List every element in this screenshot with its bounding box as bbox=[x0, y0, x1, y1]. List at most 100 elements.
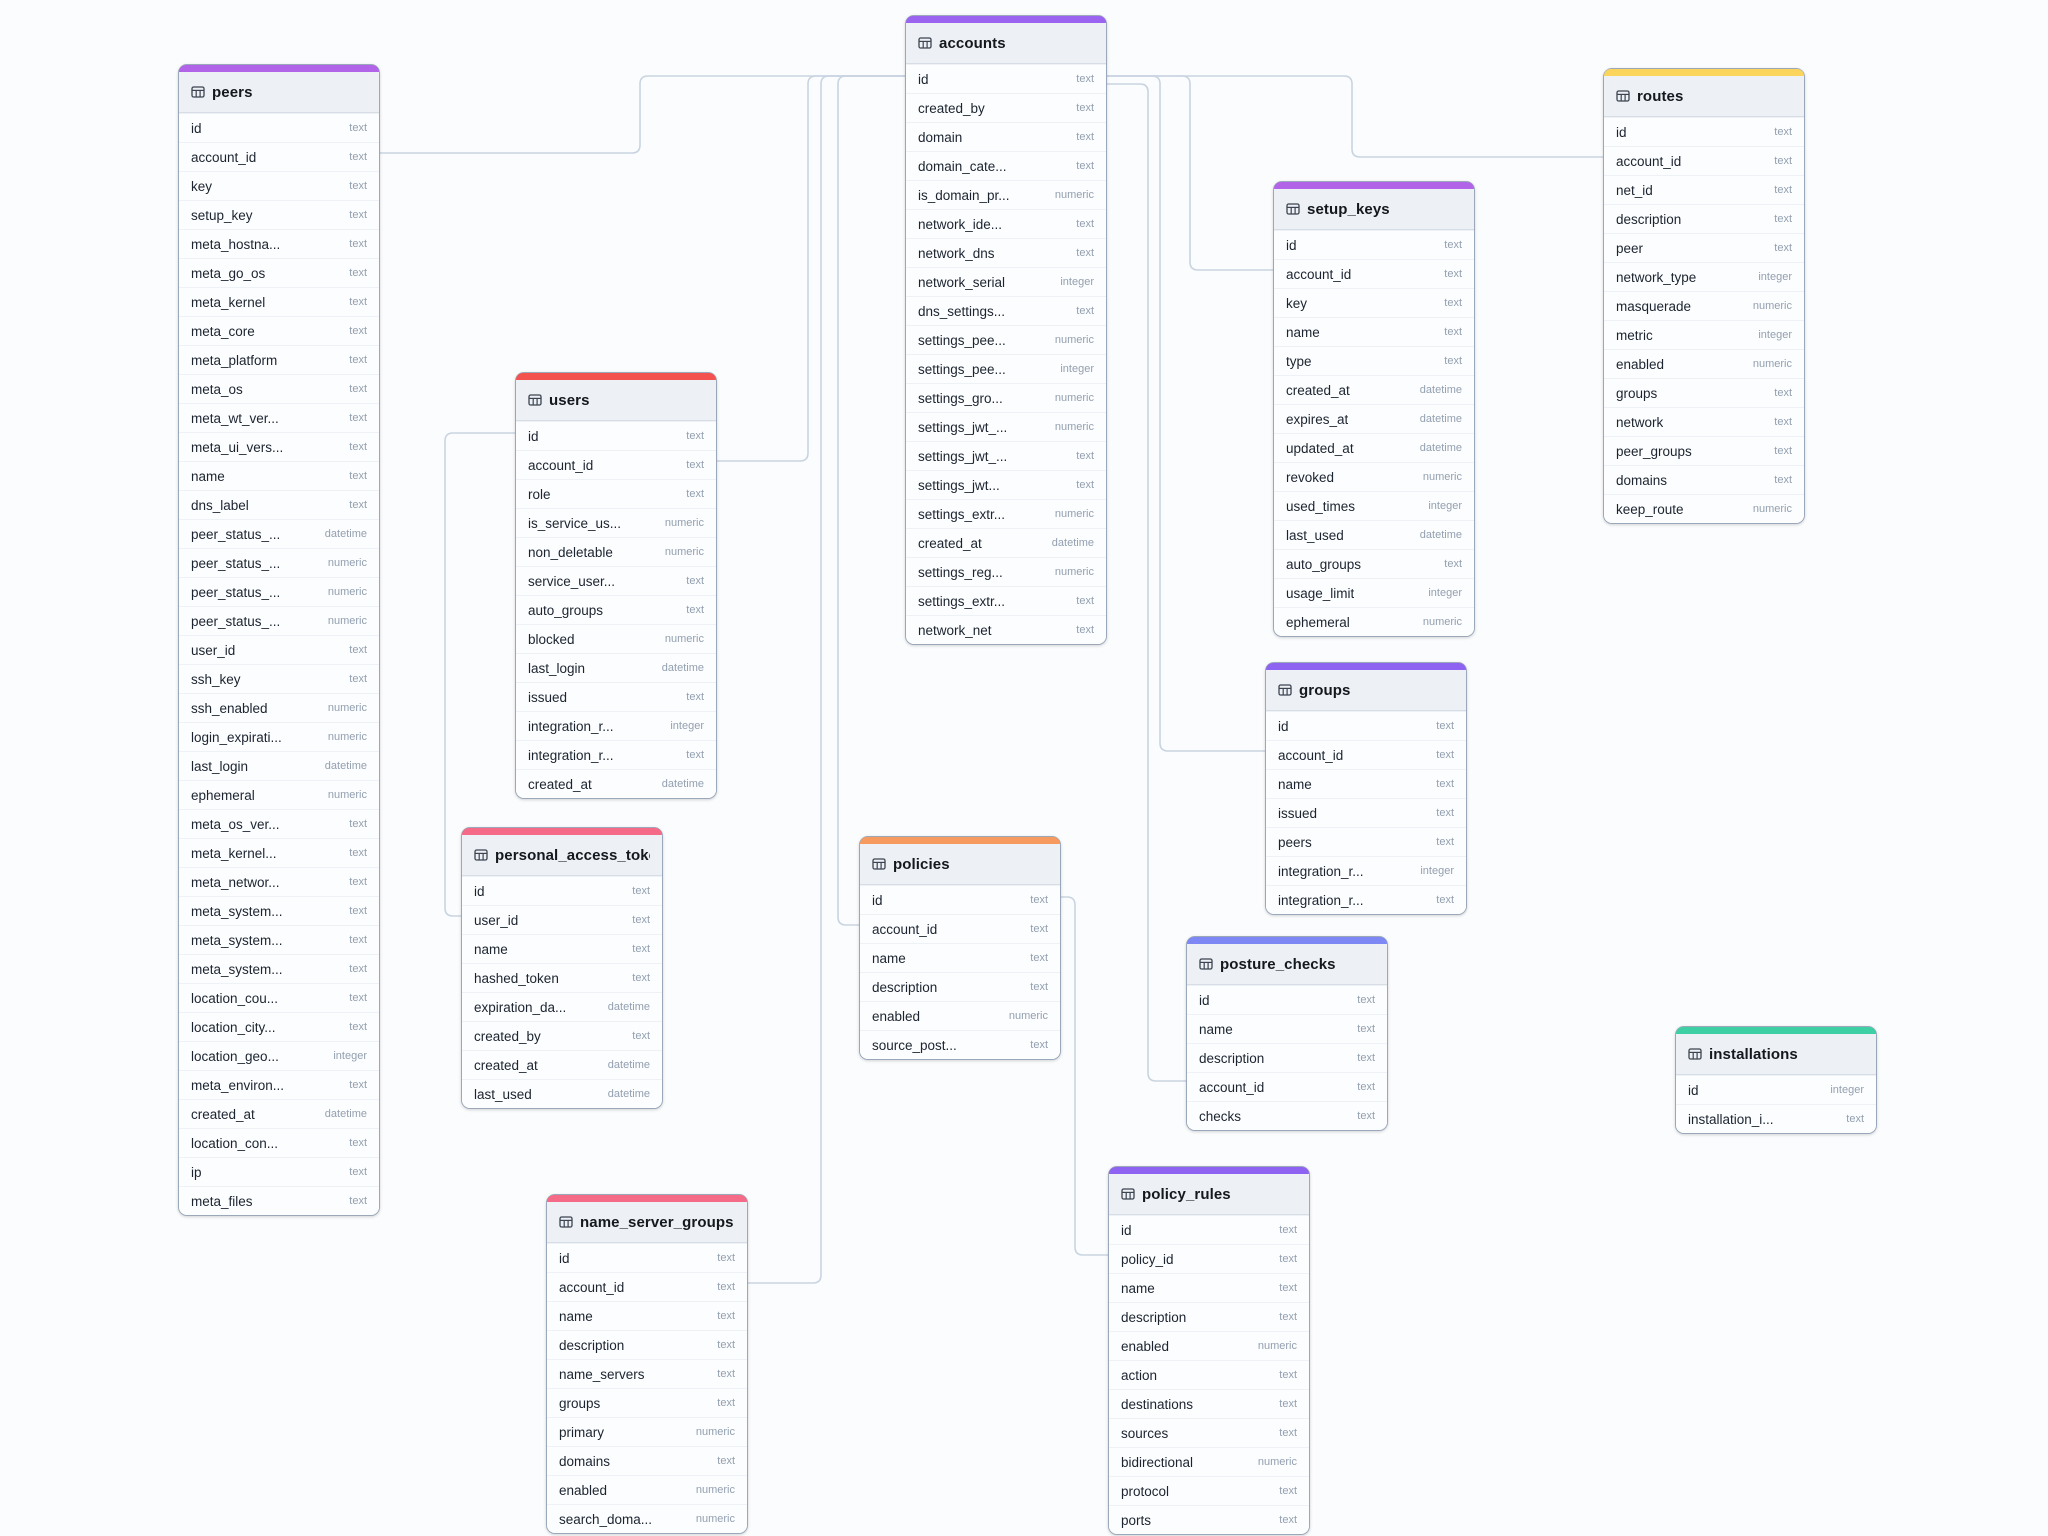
table-header-peers[interactable]: peers bbox=[179, 72, 379, 113]
table-accent-bar bbox=[1676, 1027, 1876, 1034]
table-icon bbox=[559, 1215, 573, 1229]
table-header-name_server_groups[interactable]: name_server_groups bbox=[547, 1202, 747, 1243]
table-header-groups[interactable]: groups bbox=[1266, 670, 1466, 711]
field-type: text bbox=[1076, 73, 1094, 85]
table-accent-bar bbox=[860, 837, 1060, 844]
field-type: text bbox=[349, 963, 367, 975]
field-name: ssh_enabled bbox=[191, 700, 268, 716]
field-type: numeric bbox=[327, 615, 367, 627]
table-header-personal_access_tokens[interactable]: personal_access_tokens bbox=[462, 835, 662, 876]
table-personal_access_tokens[interactable]: personal_access_tokensidtextuser_idtextn… bbox=[461, 827, 663, 1109]
field-type: text bbox=[1846, 1113, 1864, 1125]
field-name: peer_status_... bbox=[191, 555, 281, 571]
field-row-peers: meta_wt_ver...text bbox=[179, 403, 379, 432]
field-row-personal_access_tokens: expiration_da...datetime bbox=[462, 992, 662, 1021]
table-header-accounts[interactable]: accounts bbox=[906, 23, 1106, 64]
field-type: text bbox=[349, 673, 367, 685]
field-type: text bbox=[349, 238, 367, 250]
field-name: bidirectional bbox=[1121, 1454, 1194, 1470]
table-header-policy_rules[interactable]: policy_rules bbox=[1109, 1174, 1309, 1215]
field-type: datetime bbox=[324, 760, 367, 772]
field-name: settings_extr... bbox=[918, 506, 1006, 522]
field-type: datetime bbox=[1419, 384, 1462, 396]
field-type: text bbox=[1774, 155, 1792, 167]
field-row-accounts: settings_pee...integer bbox=[906, 354, 1106, 383]
field-name: id bbox=[1199, 992, 1210, 1008]
table-header-routes[interactable]: routes bbox=[1604, 76, 1804, 117]
table-icon bbox=[1616, 89, 1630, 103]
field-row-groups: integration_r...text bbox=[1266, 885, 1466, 914]
field-type: text bbox=[1436, 720, 1454, 732]
field-row-users: service_user...text bbox=[516, 566, 716, 595]
field-type: datetime bbox=[607, 1001, 650, 1013]
table-header-installations[interactable]: installations bbox=[1676, 1034, 1876, 1075]
field-row-accounts: settings_pee...numeric bbox=[906, 325, 1106, 354]
field-name: key bbox=[1286, 295, 1308, 311]
field-type: integer bbox=[1758, 271, 1792, 283]
field-type: numeric bbox=[695, 1426, 735, 1438]
field-name: domains bbox=[559, 1453, 611, 1469]
field-type: numeric bbox=[695, 1484, 735, 1496]
field-type: numeric bbox=[664, 546, 704, 558]
field-name: meta_kernel... bbox=[191, 845, 277, 861]
table-header-posture_checks[interactable]: posture_checks bbox=[1187, 944, 1387, 985]
table-icon bbox=[474, 848, 488, 862]
table-title: setup_keys bbox=[1307, 200, 1390, 218]
field-type: datetime bbox=[1419, 442, 1462, 454]
field-name: last_login bbox=[528, 660, 586, 676]
field-name: created_by bbox=[474, 1028, 541, 1044]
field-type: datetime bbox=[1419, 529, 1462, 541]
field-type: text bbox=[349, 1137, 367, 1149]
field-name: issued bbox=[528, 689, 568, 705]
field-name: enabled bbox=[559, 1482, 608, 1498]
field-type: text bbox=[1279, 1514, 1297, 1526]
field-name: ssh_key bbox=[191, 671, 241, 687]
field-name: id bbox=[191, 120, 202, 136]
field-row-peers: location_geo...integer bbox=[179, 1041, 379, 1070]
field-name: settings_reg... bbox=[918, 564, 1003, 580]
field-name: hashed_token bbox=[474, 970, 559, 986]
table-header-setup_keys[interactable]: setup_keys bbox=[1274, 189, 1474, 230]
field-name: name bbox=[1199, 1021, 1233, 1037]
field-row-peers: peer_status_...numeric bbox=[179, 548, 379, 577]
relation-personal_access_tokens.user_id-to-users.id bbox=[444, 432, 515, 917]
field-row-users: integration_r...integer bbox=[516, 711, 716, 740]
table-header-users[interactable]: users bbox=[516, 380, 716, 421]
table-title: accounts bbox=[939, 34, 1006, 52]
field-type: text bbox=[717, 1368, 735, 1380]
field-row-peers: peer_status_...numeric bbox=[179, 606, 379, 635]
table-header-policies[interactable]: policies bbox=[860, 844, 1060, 885]
field-name: id bbox=[1278, 718, 1289, 734]
field-type: text bbox=[632, 885, 650, 897]
